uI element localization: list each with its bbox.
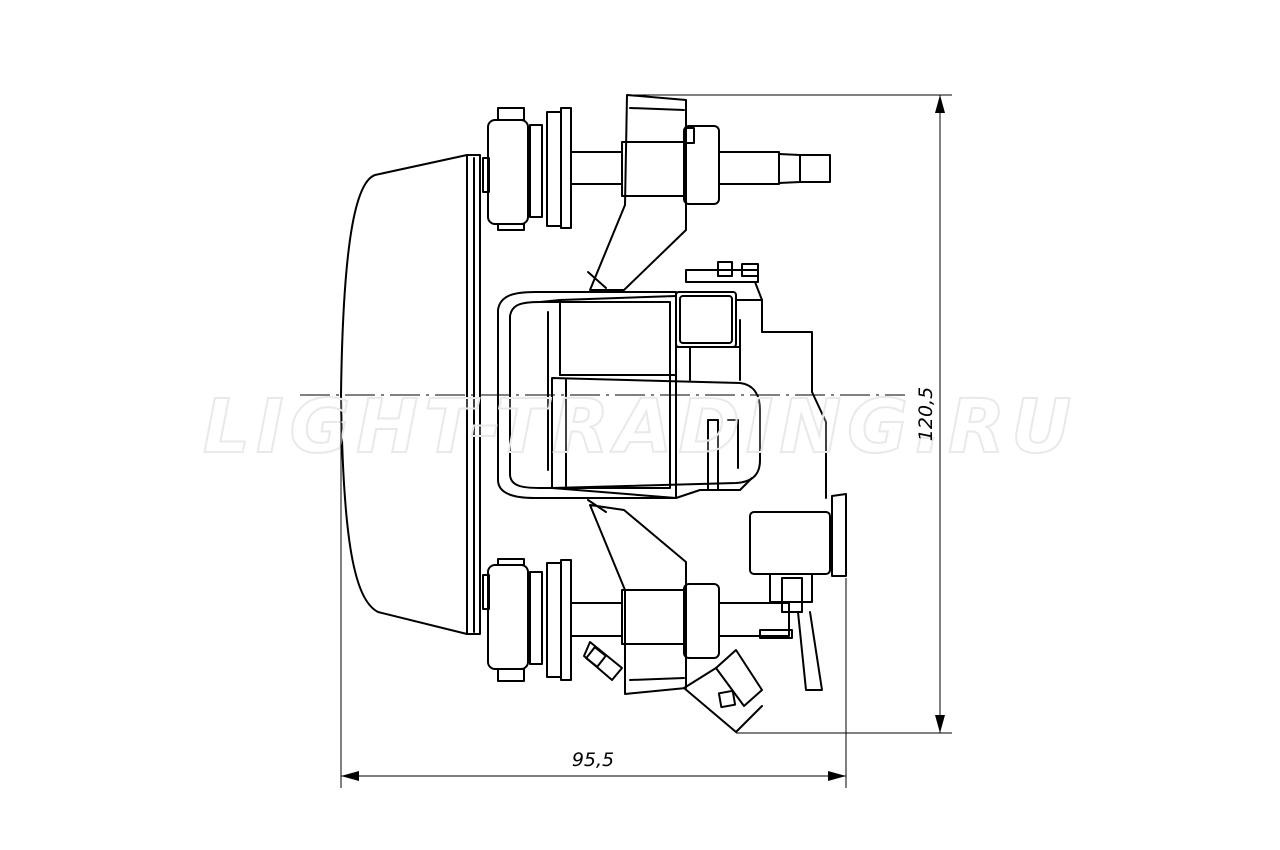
- mounting-bracket: [587, 94, 687, 695]
- bottom-adjuster: [482, 558, 793, 682]
- width-dimension: 95,5: [340, 420, 847, 788]
- rear-module: [675, 261, 827, 499]
- headlamp-side-view: [340, 94, 847, 733]
- lamp-lens: [340, 154, 468, 635]
- connector: [683, 493, 847, 733]
- watermark-text: LIGHT-TRADING.RU: [203, 384, 1077, 470]
- lamp-housing: [497, 291, 761, 499]
- height-dimension: 120,5: [628, 94, 952, 734]
- width-dimension-label: 95,5: [572, 749, 614, 771]
- height-dimension-label: 120,5: [915, 387, 937, 441]
- top-adjuster: [482, 107, 831, 231]
